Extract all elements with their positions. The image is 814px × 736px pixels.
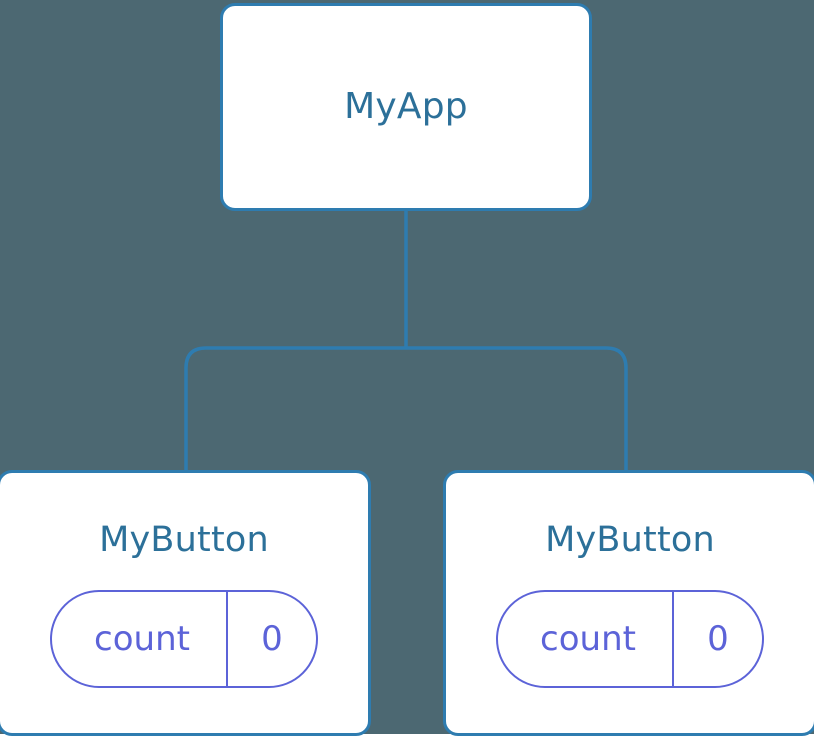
state-pill-1-key: count — [94, 619, 190, 659]
connector-branch-left — [184, 346, 406, 474]
state-pill-2-value: 0 — [672, 592, 762, 686]
state-pill-1-value: 0 — [226, 592, 316, 686]
state-pill-2-key: count — [540, 619, 636, 659]
node-mybutton-1-label: MyButton — [99, 520, 269, 560]
node-mybutton-2[interactable]: MyButton count 0 — [443, 470, 814, 736]
node-mybutton-2-label: MyButton — [545, 520, 715, 560]
node-myapp-label: MyApp — [344, 86, 468, 127]
connector-branch-right — [406, 346, 628, 474]
state-pill-2[interactable]: count 0 — [496, 590, 764, 688]
node-myapp[interactable]: MyApp — [220, 3, 592, 211]
state-pill-1[interactable]: count 0 — [50, 590, 318, 688]
node-mybutton-1[interactable]: MyButton count 0 — [0, 470, 371, 736]
